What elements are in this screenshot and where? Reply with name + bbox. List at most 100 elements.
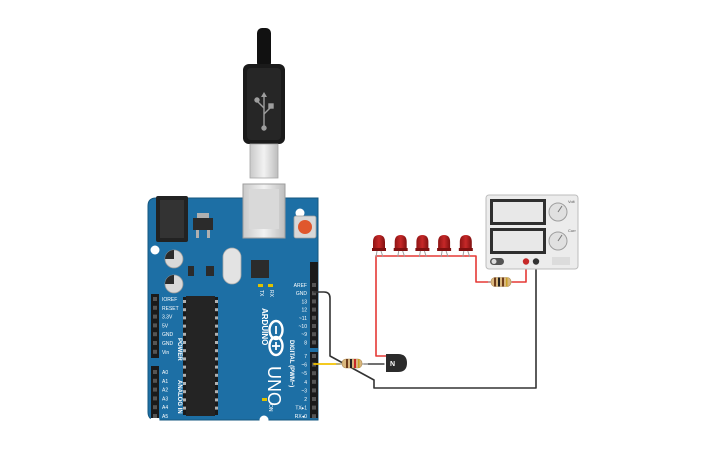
pin-label: ~11 xyxy=(299,316,307,322)
led-array[interactable] xyxy=(372,235,473,258)
header-pin[interactable] xyxy=(312,379,316,384)
header-pin[interactable] xyxy=(312,315,316,320)
pin-label: ~5 xyxy=(301,371,307,377)
pin-label: Vin xyxy=(162,350,169,356)
header-pin[interactable] xyxy=(153,297,157,301)
header-pin[interactable] xyxy=(153,305,157,310)
header-pin[interactable] xyxy=(153,387,157,392)
pin-label: 7 xyxy=(304,354,307,360)
usb-cable[interactable] xyxy=(243,28,285,179)
transistor-label: N xyxy=(390,361,395,368)
tx-led-label: TX xyxy=(258,290,264,297)
pin-label: A0 xyxy=(162,370,168,376)
on-led xyxy=(262,398,267,401)
brand-label: ARDUINO xyxy=(260,308,269,345)
atmega-chip xyxy=(183,296,218,416)
header-pin[interactable] xyxy=(153,396,157,401)
pin-label: GND xyxy=(162,341,174,347)
header-pin[interactable] xyxy=(312,371,316,376)
mounting-hole xyxy=(259,415,269,425)
pin-label: GND xyxy=(296,291,308,297)
led[interactable] xyxy=(372,235,386,258)
pin-label: 8 xyxy=(304,340,307,346)
wires[interactable] xyxy=(313,255,537,389)
header-pin[interactable] xyxy=(312,324,316,328)
reset-button-cap[interactable] xyxy=(298,220,312,234)
pin-label: GND xyxy=(162,332,174,338)
pin-label: AREF xyxy=(294,283,307,289)
pin-label: 5V xyxy=(162,323,169,329)
pin-label: A4 xyxy=(162,405,168,411)
arduino-board[interactable]: TX RX ARDUINO UNO ON IOREF RESET 3.3V 5V GND xyxy=(147,183,319,425)
npn-transistor[interactable]: N xyxy=(386,354,407,372)
pin-label: ~9 xyxy=(301,332,307,338)
pin-label: RX◂0 xyxy=(295,414,307,420)
crystal-oscillator xyxy=(222,247,242,285)
header-pin[interactable] xyxy=(153,405,157,410)
header-pin[interactable] xyxy=(153,341,157,345)
usb-plug-metal xyxy=(250,144,278,178)
header-pin[interactable] xyxy=(312,354,316,358)
pin-label: TX▸1 xyxy=(295,406,307,412)
led[interactable] xyxy=(458,235,473,258)
wire-black-ground[interactable] xyxy=(313,261,537,389)
digital-header-title: DIGITAL (PWM~) xyxy=(288,340,294,387)
voltage-regulator xyxy=(193,218,213,230)
pin-label: ~3 xyxy=(301,388,307,394)
header-pin[interactable] xyxy=(153,332,157,337)
analog-header-title: ANALOG IN xyxy=(176,380,182,414)
led[interactable] xyxy=(393,235,408,258)
header-pin[interactable] xyxy=(312,291,316,296)
header-pin[interactable] xyxy=(312,388,316,393)
power-header-title: POWER xyxy=(176,338,182,361)
pin-label: A2 xyxy=(162,388,168,394)
pin-label: A5 xyxy=(162,414,168,420)
voltage-knob-label: Volt xyxy=(568,199,576,204)
pin-label: 12 xyxy=(301,308,307,314)
rx-led-label: RX xyxy=(268,290,274,298)
header-pin[interactable] xyxy=(153,378,157,383)
header-pin[interactable] xyxy=(153,314,157,319)
negative-terminal[interactable] xyxy=(532,258,540,265)
arduino-logo-icon xyxy=(268,319,284,357)
led-resistor[interactable] xyxy=(488,277,512,287)
on-led-label: ON xyxy=(267,404,273,412)
header-pin[interactable] xyxy=(312,299,316,304)
header-pin[interactable] xyxy=(153,414,157,418)
pin-label: 3.3V xyxy=(162,315,173,321)
current-knob-label: Curr xyxy=(568,228,576,233)
usb-icon xyxy=(254,92,274,131)
pin-label: RESET xyxy=(162,306,179,312)
base-resistor[interactable] xyxy=(336,358,368,369)
digital-header-top[interactable] xyxy=(310,262,318,348)
wire-red-led-to-collector[interactable] xyxy=(375,255,387,357)
wire-red-to-resistor[interactable] xyxy=(465,255,491,283)
usb-cable-strain-relief xyxy=(257,28,271,68)
pin-label: ~6 xyxy=(301,363,307,369)
header-pin[interactable] xyxy=(312,340,316,345)
header-pin[interactable] xyxy=(312,414,316,419)
positive-terminal[interactable] xyxy=(522,258,530,265)
header-pin[interactable] xyxy=(153,323,157,328)
header-pin[interactable] xyxy=(153,349,157,354)
header-pin[interactable] xyxy=(312,332,316,337)
pin-label: 13 xyxy=(301,299,307,305)
led[interactable] xyxy=(437,235,452,258)
pin-label: 2 xyxy=(304,397,307,403)
header-pin[interactable] xyxy=(153,370,157,374)
header-pin[interactable] xyxy=(312,397,316,401)
model-label: UNO xyxy=(264,366,284,406)
digital-header-bottom[interactable] xyxy=(310,352,318,418)
power-supply[interactable]: Volt Curr xyxy=(485,194,579,270)
pin-label: A1 xyxy=(162,379,168,385)
header-pin[interactable] xyxy=(312,405,316,410)
pin-label: ~10 xyxy=(299,324,308,330)
mounting-hole xyxy=(295,208,305,218)
analog-header[interactable] xyxy=(151,366,159,418)
led[interactable] xyxy=(415,235,430,258)
header-pin[interactable] xyxy=(312,307,316,312)
pin-label: IOREF xyxy=(162,297,177,303)
mounting-hole xyxy=(150,245,160,255)
header-pin[interactable] xyxy=(312,283,316,287)
usb-controller-chip xyxy=(251,260,269,278)
